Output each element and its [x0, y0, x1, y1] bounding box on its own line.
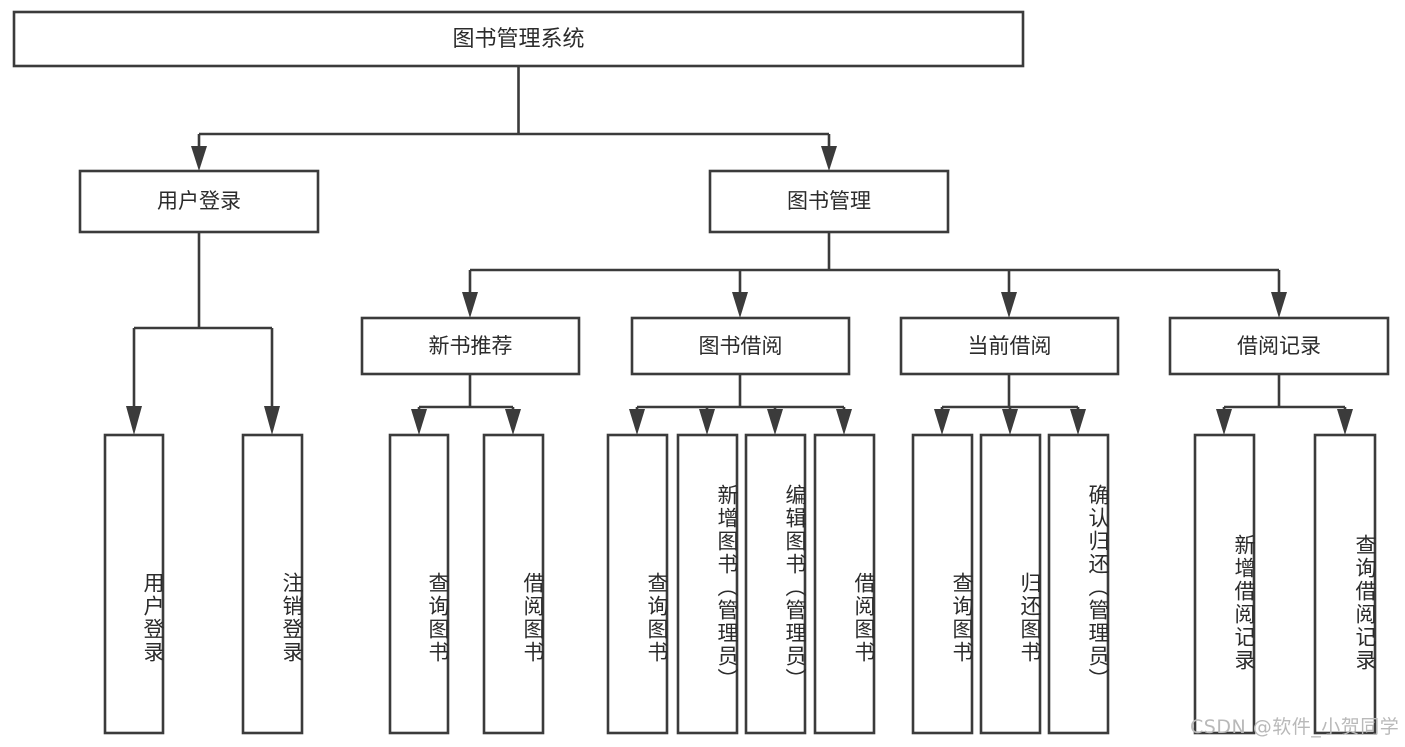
arrowhead-leaf-borrow-book	[836, 409, 852, 435]
leaf-confirm-return-admin-box[interactable]	[1047, 433, 1110, 735]
node-root-label: 图书管理系统	[452, 27, 584, 52]
node-book-management[interactable]: 图书管理	[708, 169, 950, 234]
arrowhead-leaf-add-book-admin	[699, 409, 715, 435]
node-current-borrow-label: 当前借阅	[968, 334, 1052, 358]
node-current-borrow[interactable]: 当前借阅	[899, 316, 1120, 376]
arrowhead-leaf-edit-book-admin	[767, 409, 783, 435]
arrowhead-leaf-query-borrow-record	[1337, 409, 1353, 435]
arrowhead-leaf-borrow-book-new	[505, 409, 521, 435]
node-root[interactable]: 图书管理系统	[12, 10, 1025, 68]
csdn-watermark: CSDN @软件_小贺同学	[1190, 716, 1400, 738]
arrowhead-current-borrow	[1001, 292, 1017, 318]
node-root-box[interactable]	[12, 10, 1025, 68]
node-book-borrow-box[interactable]	[630, 316, 851, 376]
leaf-return-book-box[interactable]	[979, 433, 1042, 735]
arrowhead-leaf-add-borrow-record	[1216, 409, 1232, 435]
arrowhead-leaf-logout	[264, 406, 280, 435]
node-new-book-recommend-box[interactable]	[360, 316, 581, 376]
node-user-login-label: 用户登录	[157, 189, 241, 213]
arrowhead-book-management	[821, 146, 837, 171]
arrowhead-borrow-record	[1271, 292, 1287, 318]
connector-layer	[126, 66, 1353, 435]
node-user-login-box[interactable]	[78, 169, 320, 234]
arrowhead-user-login	[191, 146, 207, 171]
arrowhead-leaf-return-book	[1002, 409, 1018, 435]
node-borrow-record[interactable]: 借阅记录	[1168, 316, 1390, 376]
arrowhead-leaf-query-book-new	[411, 409, 427, 435]
node-new-book-recommend-label: 新书推荐	[429, 334, 513, 358]
leaf-query-book-new-box[interactable]	[388, 433, 450, 735]
arrowhead-leaf-query-book-current	[934, 409, 950, 435]
arrowhead-leaf-user-login	[126, 406, 142, 435]
node-book-management-box[interactable]	[708, 169, 950, 234]
node-book-management-label: 图书管理	[787, 189, 871, 213]
leaf-query-book-borrow-box[interactable]	[606, 433, 669, 735]
leaf-add-borrow-record-box[interactable]	[1193, 433, 1256, 735]
node-borrow-record-box[interactable]	[1168, 316, 1390, 376]
leaf-edit-book-admin-box[interactable]	[744, 433, 807, 735]
node-book-borrow-label: 图书借阅	[699, 334, 783, 358]
node-new-book-recommend[interactable]: 新书推荐	[360, 316, 581, 376]
leaf-user-login-box[interactable]	[103, 433, 165, 735]
arrowhead-new-book-recommend	[462, 292, 478, 318]
leaf-add-book-admin-box[interactable]	[676, 433, 739, 735]
arrowhead-leaf-query-book-borrow	[629, 409, 645, 435]
leaf-query-borrow-record-box[interactable]	[1313, 433, 1377, 735]
leaf-query-book-current-box[interactable]	[911, 433, 974, 735]
arrowhead-book-borrow	[732, 292, 748, 318]
node-borrow-record-label: 借阅记录	[1237, 334, 1321, 358]
arrowhead-leaf-confirm-return-admin	[1070, 409, 1086, 435]
leaf-layer	[103, 433, 1377, 735]
leaf-borrow-book-box[interactable]	[813, 433, 876, 735]
leaf-logout-box[interactable]	[241, 433, 304, 735]
node-current-borrow-box[interactable]	[899, 316, 1120, 376]
node-user-login[interactable]: 用户登录	[78, 169, 320, 234]
node-book-borrow[interactable]: 图书借阅	[630, 316, 851, 376]
leaf-borrow-book-new-box[interactable]	[482, 433, 545, 735]
